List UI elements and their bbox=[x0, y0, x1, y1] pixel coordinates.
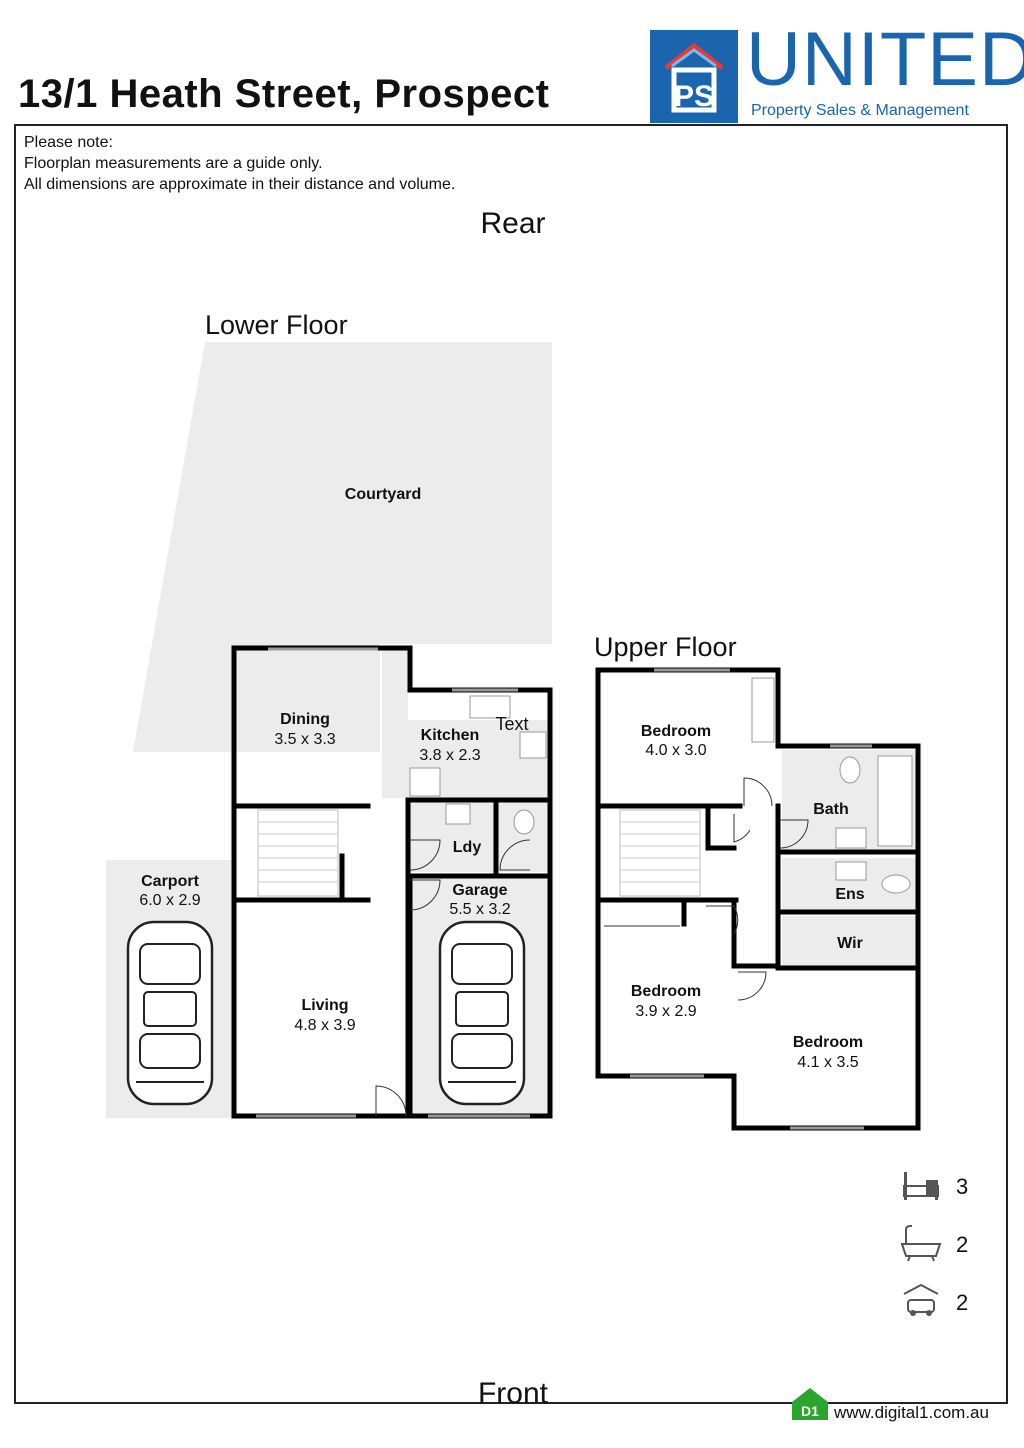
sink-icon bbox=[469, 695, 511, 719]
website-link[interactable]: www.digital1.com.au bbox=[834, 1403, 989, 1422]
bathtub-icon bbox=[877, 755, 913, 847]
car-icon bbox=[126, 920, 214, 1106]
appliance-icon bbox=[519, 731, 547, 759]
stairs-upper bbox=[619, 809, 701, 897]
toilet-icon bbox=[839, 756, 861, 784]
property-title: 13/1 Heath Street, Prospect bbox=[18, 72, 550, 116]
appliance-icon bbox=[409, 767, 441, 797]
carport-label: Carport bbox=[141, 873, 199, 890]
front-label: Front bbox=[478, 1377, 549, 1410]
house-logo-icon: PS bbox=[650, 30, 738, 123]
car-icon bbox=[438, 920, 526, 1106]
wir-floor bbox=[782, 916, 916, 968]
carport-size: 6.0 x 2.9 bbox=[139, 892, 200, 909]
dining-size: 3.5 x 3.3 bbox=[274, 731, 335, 748]
note-heading: Please note: bbox=[24, 134, 113, 151]
door-swing bbox=[706, 905, 739, 935]
door-swing bbox=[779, 819, 809, 849]
lower-floor-title: Lower Floor bbox=[205, 310, 348, 340]
bathroom-count: 2 bbox=[956, 1232, 969, 1257]
toilet-icon bbox=[881, 874, 911, 894]
bedroom-1-label: Bedroom bbox=[641, 723, 711, 740]
bedroom-2-size: 3.9 x 2.9 bbox=[635, 1003, 696, 1020]
bath-icon bbox=[898, 1222, 944, 1266]
garage-size: 5.5 x 3.2 bbox=[449, 901, 510, 918]
courtyard-label: Courtyard bbox=[345, 486, 421, 503]
garage-label: Garage bbox=[452, 882, 507, 899]
bed-icon bbox=[898, 1164, 944, 1208]
wardrobe-icon bbox=[751, 677, 775, 743]
living-label: Living bbox=[301, 997, 348, 1014]
rear-label: Rear bbox=[480, 207, 545, 240]
kitchen-label: Kitchen bbox=[421, 727, 480, 744]
brand-tagline: Property Sales & Management bbox=[751, 102, 969, 119]
brand-name: UNITED bbox=[746, 17, 1024, 102]
laundry-label: Ldy bbox=[453, 839, 482, 856]
vanity-icon bbox=[835, 861, 867, 881]
kitchen-extra-text: Text bbox=[495, 714, 528, 734]
digital1-logo-icon: D1 bbox=[790, 1386, 830, 1420]
door-swing bbox=[375, 1085, 407, 1117]
living-size: 4.8 x 3.9 bbox=[294, 1017, 355, 1034]
lower-floor-walls bbox=[231, 645, 553, 1119]
laundry-tub-icon bbox=[445, 803, 471, 825]
kitchen-size: 3.8 x 2.3 bbox=[419, 747, 480, 764]
bedroom-3-size: 4.1 x 3.5 bbox=[797, 1054, 858, 1071]
toilet-icon bbox=[513, 809, 535, 835]
ensuite-label: Ens bbox=[835, 886, 864, 903]
bedroom-count: 3 bbox=[956, 1174, 969, 1199]
stairs-lower bbox=[257, 809, 339, 897]
bedroom-2-label: Bedroom bbox=[631, 983, 701, 1000]
plan-frame bbox=[14, 124, 1008, 1404]
bedroom-3-label: Bedroom bbox=[793, 1034, 863, 1051]
dining-label: Dining bbox=[280, 711, 330, 728]
upper-floor-title: Upper Floor bbox=[594, 632, 737, 662]
bath-label: Bath bbox=[813, 801, 849, 818]
car-count: 2 bbox=[956, 1290, 969, 1315]
vanity-icon bbox=[835, 827, 867, 849]
wir-label: Wir bbox=[837, 935, 863, 952]
door-swing bbox=[409, 879, 441, 911]
door-swing bbox=[733, 814, 751, 843]
svg-text:D1: D1 bbox=[801, 1403, 819, 1419]
bedroom-1-size: 4.0 x 3.0 bbox=[645, 742, 706, 759]
disclaimer-note: Please note: Floorplan measurements are … bbox=[24, 132, 455, 195]
car-icon bbox=[898, 1280, 944, 1324]
note-line: Floorplan measurements are a guide only. bbox=[24, 155, 323, 172]
svg-text:PS: PS bbox=[674, 80, 714, 113]
door-swing bbox=[499, 839, 531, 871]
door-swing bbox=[737, 971, 767, 1001]
brand-logo: PS UNITED Property Sales & Management bbox=[650, 22, 1024, 124]
door-swing bbox=[743, 777, 773, 807]
note-line: All dimensions are approximate in their … bbox=[24, 176, 456, 193]
kitchen-floor bbox=[382, 650, 408, 720]
door-swing bbox=[409, 839, 441, 871]
